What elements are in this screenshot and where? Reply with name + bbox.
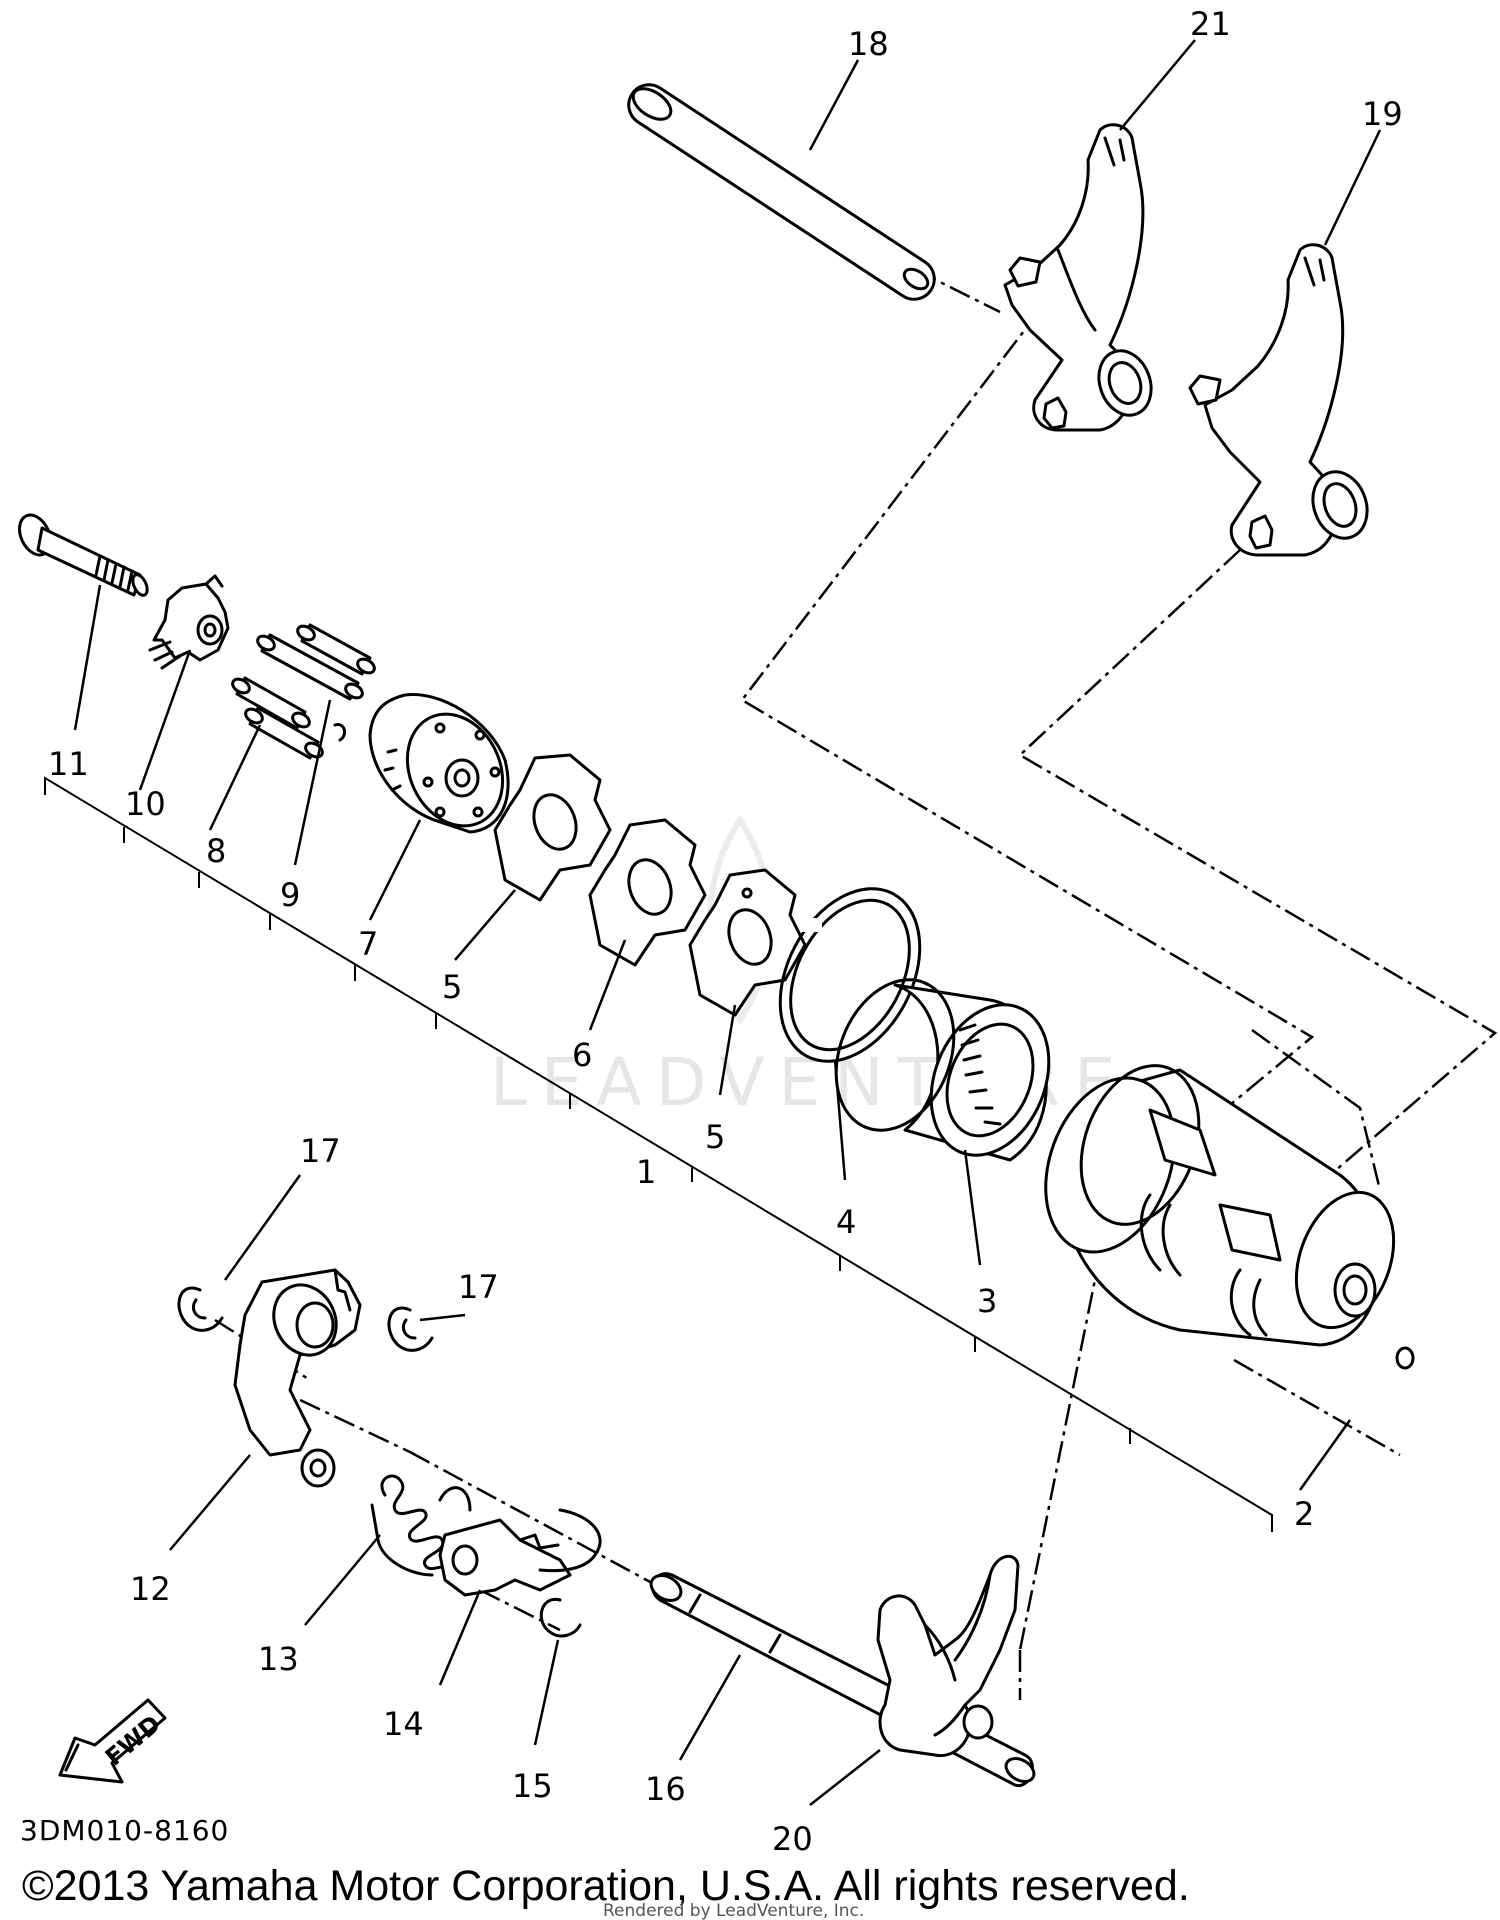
callout-20: 20 xyxy=(772,1820,813,1858)
part-7-segment-drum xyxy=(368,692,510,834)
callout-13: 13 xyxy=(258,1640,299,1678)
part-12-shift-lever xyxy=(233,1268,362,1488)
part-18-shift-fork-guide-bar xyxy=(627,83,936,301)
leader-lines xyxy=(73,39,1382,1806)
diagram-code: 3DM010-8160 xyxy=(20,1814,229,1847)
part-9-pins xyxy=(256,623,376,742)
part-14-stopper-lever xyxy=(438,1508,602,1597)
callout-numbers: 18 21 19 11 10 8 9 7 5 6 5 1 4 3 2 17 17… xyxy=(48,5,1403,1858)
part-4-circlip xyxy=(778,887,922,1063)
callout-10: 10 xyxy=(125,785,166,823)
callout-1: 1 xyxy=(636,1153,656,1191)
callout-6: 6 xyxy=(572,1036,592,1074)
callout-5b: 5 xyxy=(705,1118,725,1156)
callout-17b: 17 xyxy=(458,1268,499,1306)
part-5-plate-a xyxy=(493,753,612,902)
callout-19: 19 xyxy=(1362,95,1403,133)
callout-7: 7 xyxy=(358,925,378,963)
assembly-bracket-line xyxy=(44,776,1273,1532)
part-8-pins xyxy=(231,676,324,760)
part-3-needle-bearing xyxy=(834,978,1051,1162)
fwd-direction-arrow: FWD xyxy=(58,1698,167,1784)
part-19-shift-fork xyxy=(1188,243,1369,557)
callout-15: 15 xyxy=(512,1767,553,1805)
callout-14: 14 xyxy=(383,1705,424,1743)
part-6-plate xyxy=(588,818,707,967)
part-11-bolt xyxy=(18,513,149,597)
callout-16: 16 xyxy=(645,1770,686,1808)
part-13-spring xyxy=(370,1474,472,1577)
callout-5a: 5 xyxy=(442,968,462,1006)
callout-2: 2 xyxy=(1294,1495,1314,1533)
part-17-circlip-a xyxy=(177,1286,224,1332)
assembly-bracket-ticks xyxy=(123,827,1131,1444)
part-20-shift-fork xyxy=(876,1554,1020,1757)
callout-3: 3 xyxy=(977,1282,997,1320)
copyright-notice: ©2013 Yamaha Motor Corporation, U.S.A. A… xyxy=(22,1862,1190,1910)
callout-18: 18 xyxy=(848,25,889,63)
callout-9: 9 xyxy=(280,876,300,914)
callout-12: 12 xyxy=(130,1570,171,1608)
part-15-circlip xyxy=(539,1597,582,1638)
part-21-shift-fork xyxy=(1003,123,1153,432)
callout-4: 4 xyxy=(836,1203,856,1241)
part-5-plate-b xyxy=(688,868,807,1017)
callout-11: 11 xyxy=(48,745,89,783)
rendered-by-note: Rendered by LeadVenture, Inc. xyxy=(603,1901,864,1920)
callout-17a: 17 xyxy=(300,1132,341,1170)
part-17-circlip-b xyxy=(387,1306,434,1352)
part-10-segment xyxy=(148,574,230,670)
callout-8: 8 xyxy=(206,832,226,870)
callout-21: 21 xyxy=(1190,5,1231,43)
part-2-shift-drum xyxy=(1044,1064,1415,1370)
